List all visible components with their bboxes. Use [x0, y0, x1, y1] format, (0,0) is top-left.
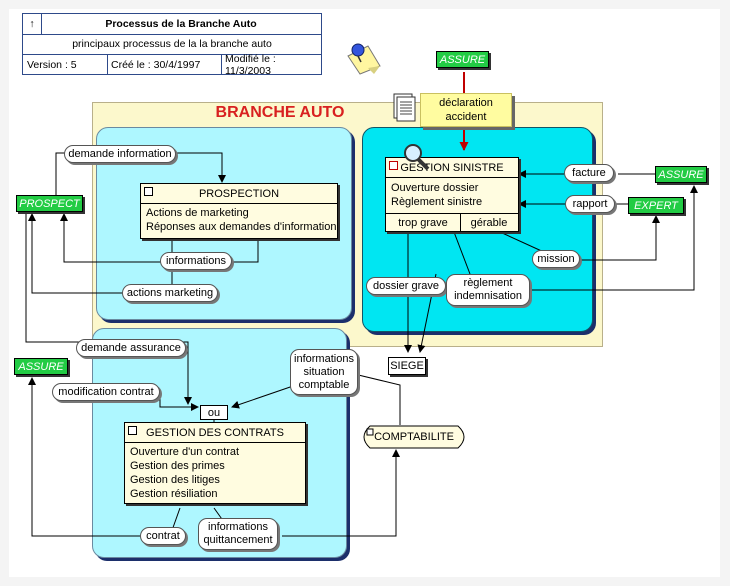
comptabilite-label: COMPTABILITE — [374, 431, 454, 443]
ou-junction: ou — [200, 405, 228, 420]
contrats-line: Gestion résiliation — [130, 488, 218, 500]
prospection-line: Actions de marketing — [146, 207, 249, 219]
flow-facture[interactable]: facture — [564, 164, 614, 182]
sinistre-line: Ouverture dossier — [391, 182, 479, 194]
contrats-line: Gestion des litiges — [130, 474, 220, 486]
flow-contrat[interactable]: contrat — [140, 527, 186, 545]
modified-date: Modifié le : 11/3/2003 — [225, 52, 276, 77]
flow-mission[interactable]: mission — [532, 250, 580, 268]
branche-auto-title: BRANCHE AUTO — [215, 104, 345, 121]
flow-dossier-grave[interactable]: dossier grave — [366, 277, 446, 295]
prospection-line: Réponses aux demandes d'information — [146, 221, 337, 233]
contrats-line: Gestion des primes — [130, 460, 225, 472]
external-comptabilite[interactable]: COMPTABILITE — [358, 425, 470, 449]
process-gestion-sinistre[interactable]: GESTION SINISTRE Ouverture dossier Règle… — [385, 157, 519, 232]
exit-gerable: gérable — [470, 216, 508, 229]
actor-expert[interactable]: EXPERT — [628, 197, 684, 214]
magnifier-icon — [404, 144, 430, 171]
up-arrow-icon[interactable]: ↑ — [29, 18, 35, 30]
flow-informations-situation-comptable[interactable]: informations situation comptable — [290, 349, 358, 395]
sinistre-exits: trop grave gérable — [386, 213, 518, 231]
flow-demande-assurance[interactable]: demande assurance — [76, 339, 186, 357]
process-corner-icon — [389, 161, 398, 170]
flow-rapport[interactable]: rapport — [565, 195, 615, 213]
flow-actions-marketing[interactable]: actions marketing — [122, 284, 218, 302]
flow-demande-information[interactable]: demande information — [64, 145, 176, 163]
exit-trop-grave: trop grave — [386, 214, 461, 231]
created-date: Créé le : 30/4/1997 — [111, 58, 201, 71]
flow-reglement-indemnisation[interactable]: règlement indemnisation — [446, 274, 530, 306]
contrats-line: Ouverture d'un contrat — [130, 446, 240, 458]
diagram-subtitle: principaux processus de la la branche au… — [72, 38, 272, 50]
sinistre-line: Règlement sinistre — [391, 196, 483, 208]
contrats-title: GESTION DES CONTRATS — [125, 423, 305, 443]
process-corner-icon — [128, 426, 137, 435]
flow-informations[interactable]: informations — [160, 252, 232, 270]
external-siege[interactable]: SIEGE — [388, 357, 426, 375]
declaration-accident-note[interactable]: déclaration accident — [420, 93, 512, 127]
process-corner-icon — [144, 187, 153, 196]
prospection-title: PROSPECTION — [141, 184, 337, 204]
document-icon — [393, 93, 416, 122]
actor-assure-top[interactable]: ASSURE — [436, 51, 489, 68]
diagram-title: Processus de la Branche Auto — [105, 18, 257, 30]
actor-assure-right[interactable]: ASSURE — [655, 166, 707, 183]
flow-informations-quittancement[interactable]: informations quittancement — [198, 518, 278, 550]
flow-modification-contrat[interactable]: modification contrat — [52, 383, 160, 401]
version-label: Version : 5 — [27, 58, 77, 71]
process-prospection[interactable]: PROSPECTION Actions de marketing Réponse… — [140, 183, 338, 239]
actor-prospect[interactable]: PROSPECT — [16, 195, 83, 212]
comptabilite-shape — [363, 425, 465, 449]
sticky-note-icon — [347, 43, 381, 75]
process-gestion-contrats[interactable]: GESTION DES CONTRATS Ouverture d'un cont… — [124, 422, 306, 504]
actor-assure-left[interactable]: ASSURE — [14, 358, 68, 375]
diagram-header: ↑ Processus de la Branche Auto principau… — [22, 13, 322, 77]
